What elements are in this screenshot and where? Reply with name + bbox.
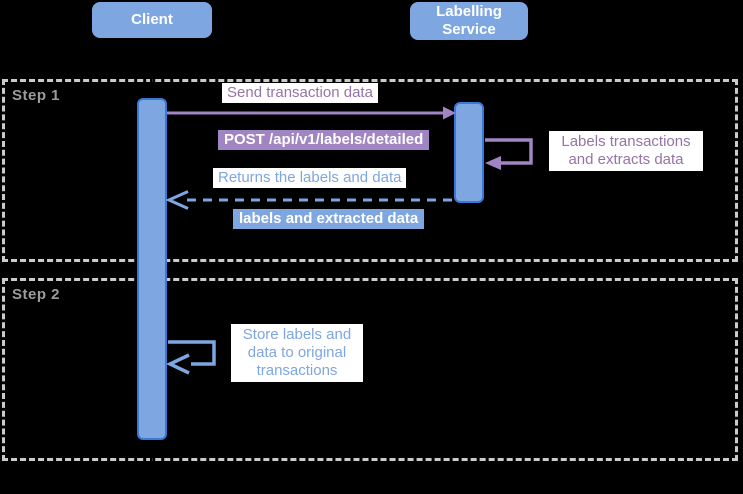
labelling-service-activation-bar [454,102,484,203]
step1-label: Step 1 [12,87,61,104]
store-self-message-label: Store labels and data to original transa… [231,324,363,382]
send-message-label: Send transaction data [222,83,378,103]
labels-self-message-label: Labels transactions and extracts data [549,131,703,171]
return-payload-badge: labels and extracted data [233,209,425,229]
step2-label: Step 2 [12,286,61,303]
labelling-service-lifeline [468,40,470,465]
post-endpoint-badge: POST /api/v1/labels/detailed [218,130,430,150]
actor-labelling-service: Labelling Service [410,2,528,40]
step2-frame: Step 2 [2,278,738,461]
step1-frame: Step 1 [2,79,738,262]
client-activation-bar [137,98,167,440]
return-message-label: Returns the labels and data [213,168,407,188]
actor-client: Client [92,2,212,38]
